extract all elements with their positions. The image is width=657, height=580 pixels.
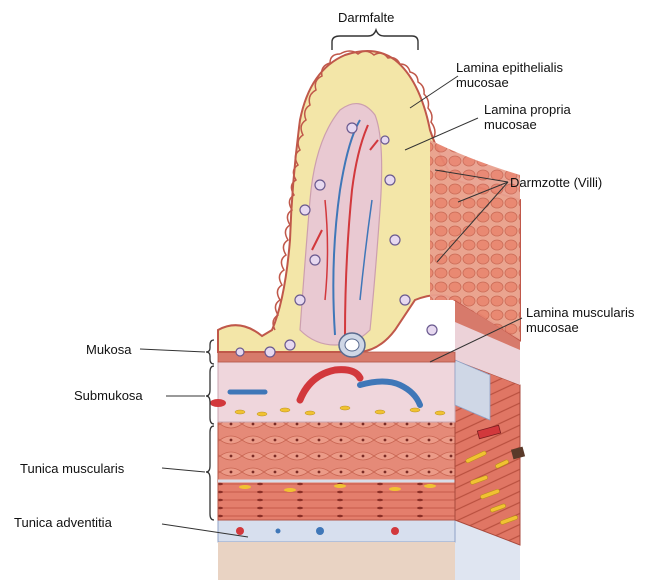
- darmfalte-brace: [332, 30, 418, 50]
- label-submukosa: Submukosa: [74, 388, 143, 403]
- label-darmzotte: Darmzotte (Villi): [510, 175, 602, 190]
- label-tunica-muscularis: Tunica muscularis: [20, 461, 124, 476]
- label-lamina-muscularis: Lamina muscularis mucosae: [526, 305, 651, 335]
- label-mukosa: Mukosa: [86, 342, 132, 357]
- tunica-adventitia-layer: [218, 520, 520, 580]
- left-braces: [206, 340, 214, 520]
- label-lamina-epithelialis: Lamina epithelialis mucosae: [456, 60, 576, 90]
- label-darmfalte: Darmfalte: [338, 10, 394, 25]
- lamina-muscularis-band: [218, 352, 455, 362]
- label-lamina-propria: Lamina propria mucosae: [484, 102, 584, 132]
- label-tunica-adventitia: Tunica adventitia: [14, 515, 112, 530]
- darmfalte-fold: [218, 51, 520, 357]
